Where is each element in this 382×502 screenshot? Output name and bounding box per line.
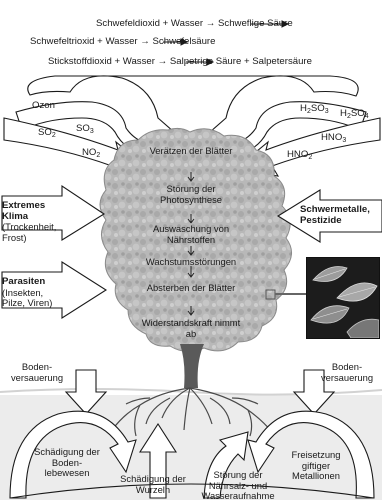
effect-growth-disorder: Wachstumsstörungen — [126, 257, 256, 268]
label-hno3: HNO3 — [321, 133, 346, 147]
effect-resistance-drop: Widerstandskraft nimmt ab — [136, 318, 246, 339]
leaf-photo-inset — [306, 257, 380, 339]
soil-effect-roots: Schädigung der Wurzeln — [120, 474, 186, 495]
equation-sulfur-dioxide: Schwefeldioxid + Wasser → Schweflige Säu… — [96, 19, 293, 30]
soil-effect-organisms: Schädigung der Boden-lebewesen — [34, 447, 100, 479]
tree-trunk — [180, 344, 204, 388]
soil-effect-metal-ions: Freisetzung giftiger Metallionen — [280, 450, 352, 482]
factor-heavy-metals: Schwermetalle, Pestizide — [300, 205, 378, 226]
effect-leaf-corrosion: Verätzen der Blätter — [146, 146, 236, 157]
soil-acidification-left: Boden-versauerung — [4, 362, 70, 383]
label-so3: SO3 — [76, 124, 94, 138]
factor-parasites: Parasiten (Insekten, Pilze, Viren) — [2, 277, 64, 309]
soil-effect-nutrient-uptake: Störung der Nährsalz- und Wasseraufnahme — [196, 470, 280, 502]
label-h2so3: H2SO3 — [300, 104, 329, 118]
equation-sulfur-trioxide: Schwefeltrioxid + Wasser → Schwefelsäure — [30, 37, 215, 48]
label-hno2: HNO2 — [287, 150, 312, 164]
equation-nitrogen-dioxide: Stickstoffdioxid + Wasser → Salpetrige S… — [48, 57, 312, 68]
effect-nutrient-leaching: Auswaschung von Nährstoffen — [138, 224, 244, 245]
label-ozone: Ozon — [32, 101, 55, 112]
soil-acidification-right: Boden-versauerung — [314, 362, 380, 383]
label-so2: SO2 — [38, 128, 56, 142]
label-h2so4: H2SO4 — [340, 109, 369, 123]
effect-leaf-dieback: Absterben der Blätter — [146, 283, 236, 294]
label-no2: NO2 — [82, 148, 100, 162]
factor-extreme-climate: Extremes Klima (Trockenheit, Frost) — [2, 201, 66, 243]
effect-photosynthesis: Störung der Photosynthese — [141, 184, 241, 205]
